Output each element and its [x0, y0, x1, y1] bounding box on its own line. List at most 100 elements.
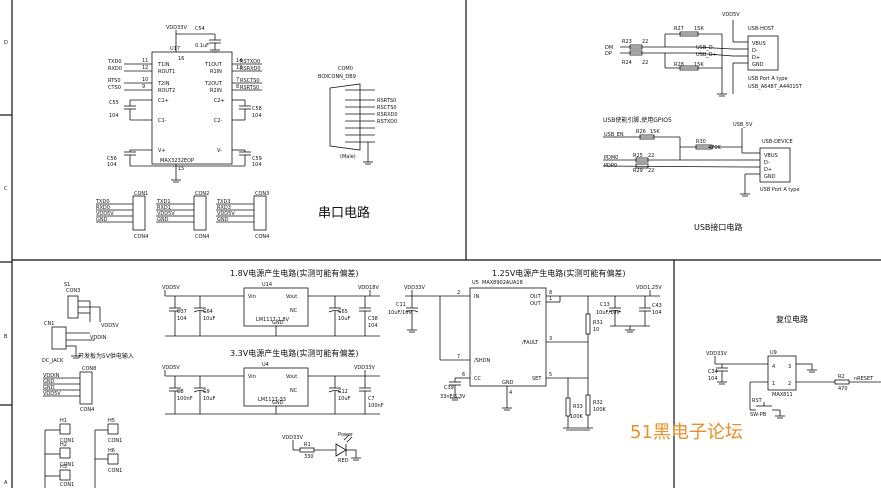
- max3232-pin-t1out: T1OUT: [204, 62, 223, 68]
- reset-vdd: VDD33V: [706, 351, 727, 357]
- power-input-title: 开发板为5V供电输入: [78, 352, 134, 360]
- cap-c12-ref: C12: [338, 389, 348, 395]
- usb-title: USB接口电路: [694, 222, 742, 232]
- cap-c38-value: 104: [368, 323, 378, 329]
- max811-pinnum-1: 1: [772, 381, 775, 387]
- res-r2-ref: R2: [838, 374, 845, 380]
- cap-c56-ref: C56: [107, 156, 117, 162]
- dc-jack-body: [51, 326, 67, 350]
- serial-vdd-label: VDD33V: [166, 25, 187, 31]
- cap-c59-value: 104: [252, 162, 262, 168]
- switch-s1-part: CON3: [66, 288, 80, 294]
- max3232-pin-rout2: ROUT2: [158, 88, 175, 94]
- con8-sub: CON4: [80, 407, 94, 413]
- net-rstxd0: RSTXD0: [240, 59, 260, 65]
- net-txd0: TXD0: [107, 59, 122, 65]
- usb-host-title: USB-HOST: [748, 26, 775, 32]
- reg18-out-net: VDD18V: [358, 285, 379, 291]
- reset-section: [714, 355, 881, 419]
- usb-section: [602, 20, 791, 197]
- max811-pinnum-2: 2: [788, 381, 791, 387]
- cap-c39-ref: C39: [444, 385, 454, 391]
- cap-c38-ref: C38: [368, 316, 378, 322]
- max3232-pin-c1m: C1-: [158, 118, 167, 124]
- reg125-pin-gnd: GND: [502, 380, 514, 386]
- led-ref: Power: [338, 432, 354, 438]
- con8-pin-4: VDD5V: [43, 391, 61, 397]
- row-labels: D C B A: [4, 40, 8, 486]
- usb-device-title: USB-DEVICE: [762, 139, 793, 145]
- reg125-pinnum-1: 1: [549, 296, 552, 302]
- con2-pin-4: GND: [157, 217, 169, 223]
- row-label-b: B: [4, 334, 8, 340]
- usb-net-usb-dp: USB_D+: [696, 52, 717, 58]
- max811-pinnum-3: 3: [788, 364, 791, 370]
- con3-sub: CON4: [255, 234, 269, 240]
- con2-pin-2: RXD1: [157, 205, 171, 211]
- max811-ref: U9: [770, 350, 777, 356]
- con8-body: [79, 371, 93, 405]
- reg33-pin-nc: NC: [290, 388, 298, 394]
- net-rscts0: RSCTS0: [240, 78, 260, 84]
- con3-ref: CON3: [255, 191, 269, 197]
- cap-c11-ref: C11: [396, 302, 406, 308]
- reg125-pinnum-8: 8: [549, 290, 552, 296]
- cap-c56-value: 104: [107, 162, 117, 168]
- net-rts0: RTS0: [108, 78, 121, 84]
- hole-h3-ref: H3: [60, 464, 67, 470]
- reg125-pin-cc: CC: [474, 376, 481, 382]
- max811-part: MAX811: [772, 392, 793, 398]
- cap-c9-value: 10uF: [203, 396, 216, 402]
- con2-body: [193, 195, 207, 231]
- net-cts0: CTS0: [108, 85, 121, 91]
- max3232-pin-t2in: T2IN: [157, 81, 170, 87]
- reg125-section: [405, 287, 660, 431]
- hole-h2-ref: H2: [60, 442, 67, 448]
- reg125-pin-out2: OUT: [530, 301, 542, 307]
- switch-s1-body: [67, 295, 79, 319]
- cap-c55-ref: C55: [109, 100, 119, 106]
- con3-pin-1: TXD3: [216, 199, 231, 205]
- reg125-labels: 1.25V电源产生电路(实测可能有偏差) U5 MAX8902AUA18 VDD…: [388, 268, 662, 420]
- usb-labels: VDD5V USB-HOST VBUS D- D+ GND USB Port A…: [603, 12, 803, 232]
- usb-device-part: USB Port A type: [760, 187, 800, 193]
- reg33-out-net: VDD33V: [354, 365, 375, 371]
- res-r28-ref: R28: [674, 62, 684, 68]
- max3232-pin-r2in: R2IN: [210, 88, 222, 94]
- cap-c39-value: 33nF/6.3V: [440, 394, 466, 400]
- db9-net-rscts0: RSCTS0: [377, 105, 397, 111]
- max3232-pinnum-12: 12: [142, 65, 148, 71]
- reg125-pin-fault: /FAULT: [522, 340, 539, 346]
- usb-vdd5v: VDD5V: [722, 12, 740, 18]
- res-r23-ref: R23: [622, 39, 632, 45]
- cap-c34-value: 104: [708, 376, 718, 382]
- serial-title: 串口电路: [318, 205, 370, 221]
- db9-ref: COM0: [338, 66, 353, 72]
- cap-c64-ref: C64: [203, 309, 213, 315]
- reg18-ref: U14: [262, 282, 272, 288]
- usb-host-part2: USB_A6487_A4401ST: [748, 84, 803, 90]
- row-label-a: A: [4, 480, 8, 486]
- usb-device-vdd: USB_5V: [733, 122, 753, 128]
- res-r31-value: 10: [593, 327, 599, 333]
- res-r26-ref: R26: [636, 129, 646, 135]
- db9-net-rsrxd0: RSRXD0: [377, 112, 398, 118]
- usb-net-dp: DP: [605, 51, 612, 57]
- db9-note: (Male): [340, 154, 356, 160]
- max3232-pin-vp: V+: [158, 148, 166, 154]
- reg18-part: LM1117-1.8V: [256, 317, 290, 323]
- hole-h2-sub: CON1: [60, 462, 74, 468]
- cap-c11-value: 10uF/10V: [388, 310, 412, 316]
- reg125-pin-shdn: /SHDN: [474, 358, 490, 364]
- max3232-part: MAX3232EOP: [160, 158, 194, 164]
- cap-c54-ref: C54: [195, 26, 205, 32]
- reg18-pin-vin: Vin: [248, 294, 256, 300]
- reg18-pin-vout: Vout: [286, 294, 297, 300]
- con2-ref: CON2: [195, 191, 209, 197]
- max3232-pinnum-9: 9: [142, 84, 145, 90]
- db9-part: BOXCONN_DB9: [318, 74, 356, 80]
- con1-pin-4: GND: [96, 217, 108, 223]
- max3232-pinnum-16: 16: [178, 56, 184, 62]
- res-r24-value: 22: [642, 60, 648, 66]
